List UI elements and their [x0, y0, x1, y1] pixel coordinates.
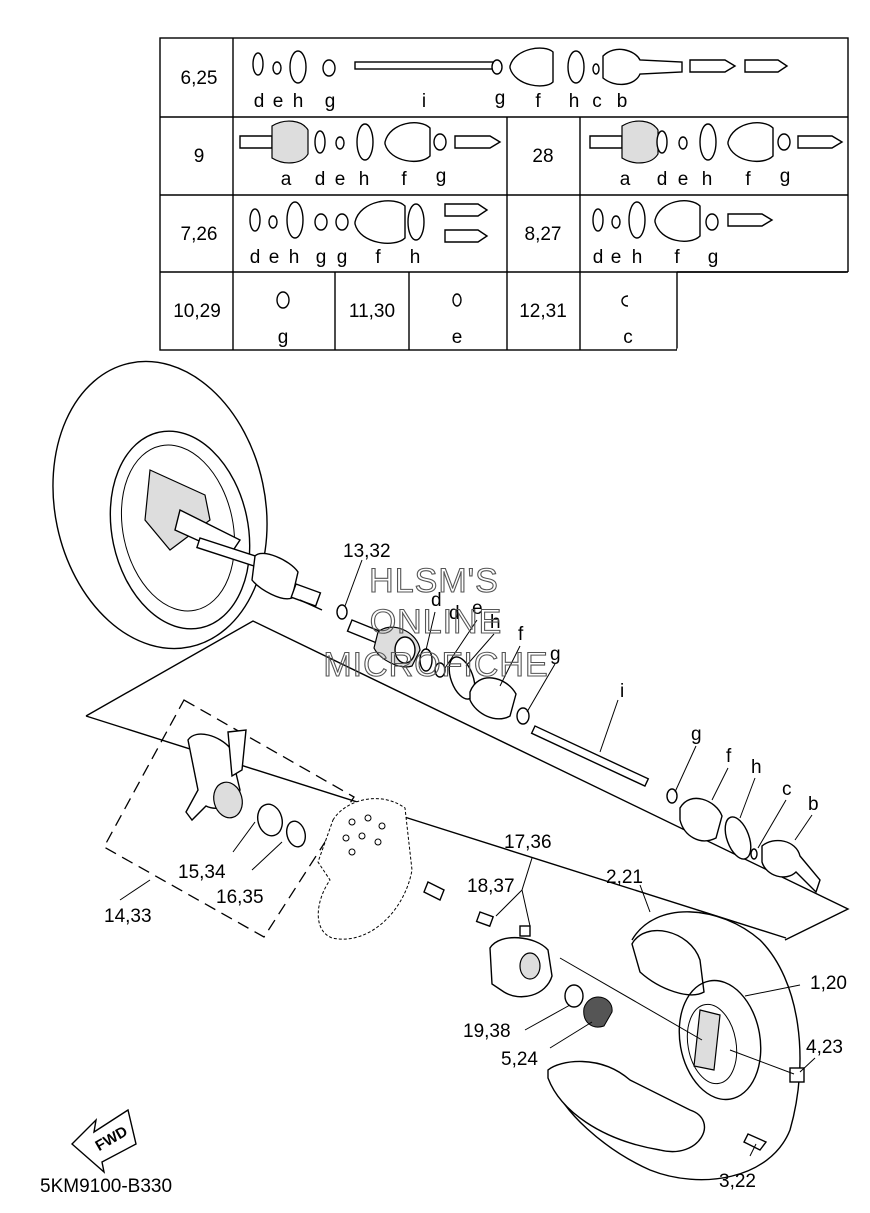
svg-text:g: g	[316, 247, 327, 268]
kit-row-9-parts	[239, 120, 502, 164]
svg-text:f: f	[535, 91, 541, 112]
part-callouts: 13,32 14,33 15,34 16,35 17,36 18,37 2,21…	[104, 541, 847, 1192]
svg-text:e: e	[273, 91, 284, 112]
brake-disc	[317, 798, 445, 940]
svg-text:h: h	[569, 91, 580, 112]
wheel-hub	[475, 911, 613, 1028]
callout-15-34: 15,34	[178, 862, 226, 883]
callout-14-33: 14,33	[104, 906, 152, 927]
svg-text:f: f	[401, 169, 407, 190]
svg-text:f: f	[518, 624, 524, 645]
svg-text:h: h	[751, 757, 762, 778]
kit-row-4-parts	[276, 291, 629, 309]
callout-1-20: 1,20	[810, 973, 847, 994]
kit-row-7-26-letters: d e h g g f h	[250, 247, 421, 268]
svg-text:MICROFICHE: MICROFICHE	[323, 646, 548, 684]
kit-row-6-25-parts	[252, 47, 789, 87]
svg-text:g: g	[708, 247, 719, 268]
kit-ref-10-29: 10,29	[173, 301, 221, 322]
svg-text:g: g	[495, 88, 506, 109]
svg-text:g: g	[436, 166, 447, 187]
svg-text:e: e	[611, 247, 622, 268]
svg-text:h: h	[410, 247, 421, 268]
kit-ref-8-27: 8,27	[525, 224, 562, 245]
knuckle-assembly	[103, 699, 355, 938]
svg-text:i: i	[422, 91, 426, 112]
diagram-code: 5KM9100-B330	[40, 1176, 172, 1197]
kit-row-8-27-letters: d e h f g	[593, 247, 719, 268]
kit-row-7-26-parts	[249, 200, 489, 244]
kit-row-9-letters: a d e h f g	[281, 166, 447, 190]
callout-5-24: 5,24	[501, 1049, 538, 1070]
svg-text:h: h	[293, 91, 304, 112]
kit-row-10-29-letter: g	[278, 327, 289, 348]
kit-row-28-parts	[589, 120, 844, 164]
svg-text:ONLINE: ONLINE	[370, 603, 503, 641]
kit-ref-7-26: 7,26	[181, 224, 218, 245]
svg-text:b: b	[617, 91, 628, 112]
callout-leader-lines	[119, 559, 816, 1157]
svg-text:d: d	[250, 247, 261, 268]
svg-text:h: h	[289, 247, 300, 268]
kit-row-11-30-letter: e	[452, 327, 463, 348]
callout-18-37: 18,37	[467, 876, 515, 897]
svg-text:h: h	[490, 612, 501, 633]
svg-text:d: d	[431, 590, 442, 611]
svg-text:a: a	[620, 169, 631, 190]
svg-text:g: g	[550, 644, 561, 665]
svg-text:f: f	[726, 746, 732, 767]
kit-row-6-25-letters: d e h g i g f h c b	[254, 88, 628, 112]
svg-text:HLSM'S: HLSM'S	[369, 562, 499, 600]
kit-ref-6-25: 6,25	[181, 68, 218, 89]
svg-text:i: i	[620, 681, 624, 702]
callout-16-35: 16,35	[216, 887, 264, 908]
svg-text:g: g	[780, 166, 791, 187]
svg-text:a: a	[281, 169, 292, 190]
svg-text:h: h	[632, 247, 643, 268]
kit-row-12-31-letter: c	[623, 327, 633, 348]
svg-text:g: g	[337, 247, 348, 268]
svg-text:e: e	[472, 598, 483, 619]
svg-text:d: d	[254, 91, 265, 112]
svg-text:c: c	[592, 91, 602, 112]
kit-ref-28: 28	[532, 146, 553, 167]
svg-text:c: c	[782, 779, 792, 800]
svg-text:e: e	[335, 169, 346, 190]
right-wheel-illustration	[547, 911, 805, 1181]
svg-text:d: d	[449, 603, 460, 624]
callout-17-36: 17,36	[504, 832, 552, 853]
svg-text:h: h	[702, 169, 713, 190]
left-wheel-illustration	[52, 360, 323, 650]
callout-4-23: 4,23	[806, 1037, 843, 1058]
drive-shaft-assembly	[336, 604, 821, 894]
svg-text:f: f	[745, 169, 751, 190]
shaft-letter-callouts: d d e h f g i g f h c b	[425, 590, 819, 849]
kit-ref-11-30: 11,30	[349, 301, 395, 322]
svg-text:d: d	[657, 169, 668, 190]
svg-text:e: e	[269, 247, 280, 268]
svg-text:g: g	[325, 91, 336, 112]
kit-table: 6,25 9 28 7,26 8,27 10,29 11,30 12,31 d …	[159, 37, 850, 352]
kit-row-28-letters: a d e h f g	[620, 166, 791, 190]
svg-text:f: f	[674, 247, 680, 268]
svg-text:h: h	[359, 169, 370, 190]
callout-19-38: 19,38	[463, 1021, 511, 1042]
forward-direction-arrow: FWD	[70, 1108, 137, 1174]
svg-text:d: d	[593, 247, 604, 268]
svg-text:g: g	[691, 724, 702, 745]
callout-3-22: 3,22	[719, 1171, 756, 1192]
watermark: HLSM'S ONLINE MICROFICHE	[323, 561, 548, 684]
svg-text:f: f	[375, 247, 381, 268]
svg-text:d: d	[315, 169, 326, 190]
kit-row-8-27-parts	[592, 200, 774, 242]
kit-ref-12-31: 12,31	[519, 301, 567, 322]
callout-2-21: 2,21	[606, 867, 643, 888]
kit-ref-9: 9	[194, 146, 205, 167]
svg-text:b: b	[808, 794, 819, 815]
callout-13-32: 13,32	[343, 541, 391, 562]
svg-text:e: e	[678, 169, 689, 190]
